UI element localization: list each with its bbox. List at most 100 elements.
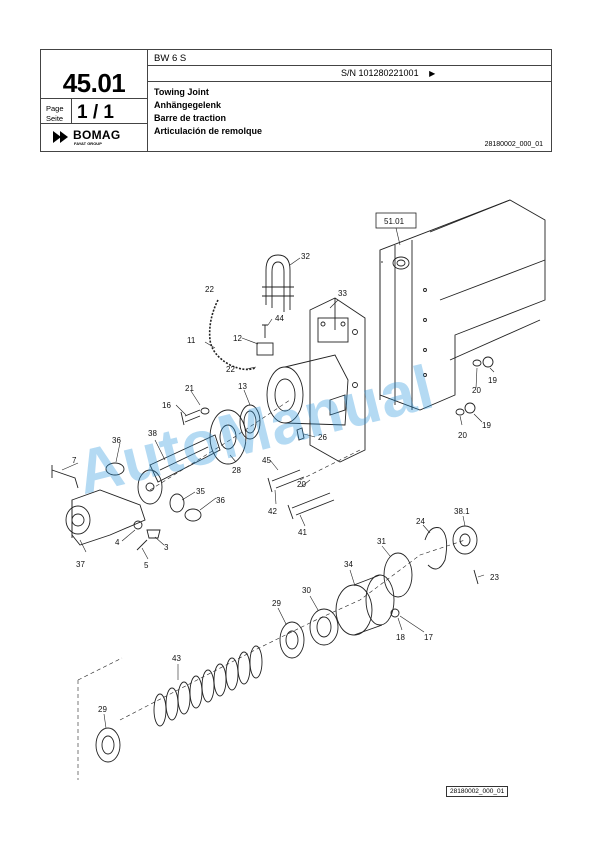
bomag-logo-icon [53,131,68,143]
title-es: Articulación de remolque [154,126,263,136]
chain-11 [208,299,256,371]
callout-29b: 29 [98,705,107,714]
clip-12 [256,342,274,356]
callout-22b: 22 [226,365,235,374]
bomag-logo: BOMAG FAYAT GROUP [51,127,141,149]
callout-5: 5 [144,561,149,570]
divider [71,98,72,123]
callout-26: 26 [318,433,327,442]
nut-19b [464,402,476,414]
part-5 [136,539,148,551]
callout-13: 13 [238,382,247,391]
bolt-16 [180,409,201,426]
logo-group: FAYAT GROUP [74,141,102,146]
logo-brand: BOMAG [73,128,121,142]
divider [147,81,551,82]
ref-frame-label: 51.01 [384,217,405,226]
divider [41,98,147,99]
callout-7: 7 [72,456,77,465]
callout-24: 24 [416,517,425,526]
part-18 [390,608,400,618]
bolt-7 [51,465,79,489]
title-de: Anhängegelenk [154,100,222,110]
callout-29: 29 [272,599,281,608]
callout-36b: 36 [216,496,225,505]
assembly-lines [77,399,466,780]
page-number: 45.01 [62,68,126,98]
screw-44 [262,324,268,338]
callout-11: 11 [187,336,196,345]
callout-31: 31 [377,537,386,546]
callout-23: 23 [490,573,499,582]
callout-22: 22 [205,285,214,294]
bearing-29b [95,727,121,763]
ring-31 [383,552,413,598]
callout-28: 28 [232,466,241,475]
page-fraction: 1 / 1 [77,102,114,123]
washer-36b [184,508,202,522]
callout-3: 3 [164,543,169,552]
callout-20: 20 [297,480,306,489]
callout-12: 12 [233,334,242,343]
page-label-en: Page [46,104,64,113]
callout-17: 17 [424,633,433,642]
part-3 [146,529,161,539]
title-en: Towing Joint [154,87,209,97]
divider [147,65,551,66]
washer-21 [200,407,210,415]
housing-33 [266,297,366,463]
tow-eye-37 [65,489,146,546]
callout-4: 4 [115,538,120,547]
washer-20a [472,359,482,367]
bearing-30 [309,608,339,646]
callout-34: 34 [344,560,353,569]
callout-37: 37 [76,560,85,569]
divider [41,123,147,124]
bolt-41 [287,492,335,520]
drawing-lines [51,199,546,780]
sleeve-34 [335,574,395,636]
frame-bracket [379,199,546,411]
title-block: Towing Joint Anhängegelenk Barre de trac… [154,86,262,138]
page-id-column: 45.01 Page Seite 1 / 1 BOMAG FAYAT GROUP [41,50,148,151]
callout-30: 30 [302,586,311,595]
u-bolt-32 [262,254,294,312]
callout-43: 43 [172,654,181,663]
callout-36: 36 [112,436,121,445]
title-fr: Barre de traction [154,113,227,123]
callouts: 32 22 33 44 11 12 22 21 16 13 26 36 38 2… [72,252,499,714]
callout-16: 16 [162,401,171,410]
callout-42: 42 [268,507,277,516]
callout-32: 32 [301,252,310,261]
split-pin-23 [473,569,479,585]
callout-18: 18 [396,633,405,642]
doc-ref: 28180002_000_01 [484,141,543,148]
callout-20c: 20 [458,431,467,440]
callout-21: 21 [185,384,194,393]
arrow-right-icon: ▶ [429,69,436,78]
callout-35: 35 [196,487,205,496]
serial-text: S/N 101280221001 [341,68,419,78]
castle-nut-38-1 [452,525,478,555]
callout-38: 38 [148,429,157,438]
header-table: 45.01 Page Seite 1 / 1 BOMAG FAYAT GROUP… [40,49,552,152]
pin-shaft-38 [137,434,221,505]
nipple-26 [296,427,305,441]
serial-number: S/N 101280221001 ▶ [341,68,435,78]
part-4 [133,520,143,530]
model-label: BW 6 S [154,53,187,64]
bearing-29a [279,621,305,659]
bushing-35 [169,493,185,513]
circlip-24 [424,527,448,570]
spring-stack-43 [153,645,263,727]
washer-20b [455,408,465,416]
callout-41: 41 [298,528,307,537]
bolt-42 [267,469,305,493]
callout-19: 19 [488,376,497,385]
leader-lines [61,257,495,729]
callout-44: 44 [275,314,284,323]
ref-leader [395,227,401,246]
callout-45: 45 [262,456,271,465]
footer-ref: 28180002_000_01 [446,786,509,797]
